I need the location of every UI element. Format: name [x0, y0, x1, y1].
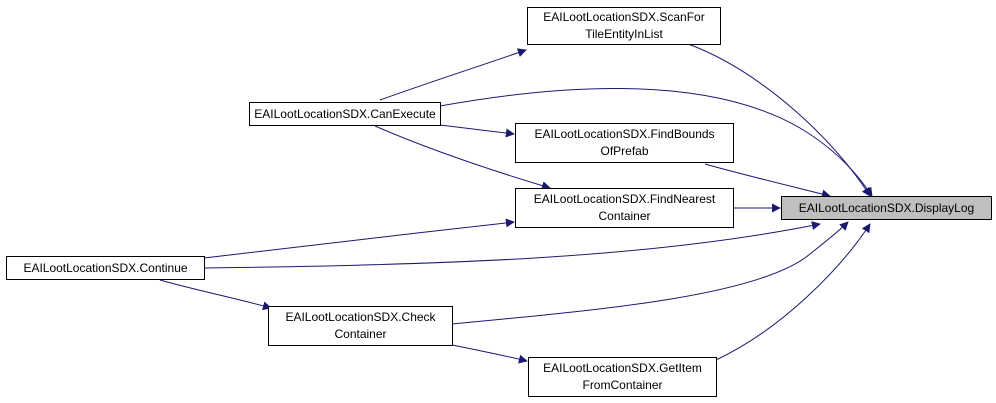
edge-continue-to-findnearest	[203, 218, 515, 259]
node-label-line: EAILootLocationSDX.CanExecute	[254, 106, 436, 121]
edge-check-to-getitem	[451, 344, 528, 364]
edge-findbounds-to-displaylog	[704, 163, 831, 199]
node-label-line: EAILootLocationSDX.GetItem	[543, 361, 702, 375]
edge-canexecute-to-findbounds	[439, 124, 515, 138]
node-find-nearest-container[interactable]: EAILootLocationSDX.FindNearest Container	[515, 188, 734, 228]
node-label-line: Container	[334, 327, 387, 341]
node-label-line: EAILootLocationSDX.ScanFor	[543, 10, 705, 24]
node-label-line: EAILootLocationSDX.Continue	[23, 260, 188, 275]
node-continue[interactable]: EAILootLocationSDX.Continue	[6, 256, 205, 280]
edge-check-to-displaylog	[451, 221, 849, 325]
node-find-bounds-of-prefab[interactable]: EAILootLocationSDX.FindBounds OfPrefab	[515, 123, 734, 163]
node-label-line: FromContainer	[582, 378, 663, 392]
node-label-line: EAILootLocationSDX.FindBounds	[534, 127, 715, 141]
edge-scan-to-displaylog	[687, 43, 871, 197]
edge-continue-to-check	[159, 279, 272, 311]
node-label-line: EAILootLocationSDX.DisplayLog	[798, 200, 975, 215]
edge-canexecute-to-displaylog	[439, 88, 873, 197]
edge-canexecute-to-scan	[379, 48, 527, 101]
node-check-container[interactable]: EAILootLocationSDX.Check Container	[268, 306, 453, 346]
node-label-line: OfPrefab	[600, 144, 649, 158]
node-label-line: Container	[598, 209, 651, 223]
node-label-line: TileEntityInList	[585, 27, 663, 41]
node-can-execute[interactable]: EAILootLocationSDX.CanExecute	[249, 102, 441, 126]
edge-getitem-to-displaylog	[715, 223, 871, 361]
edge-continue-to-displaylog	[203, 221, 821, 269]
node-display-log[interactable]: EAILootLocationSDX.DisplayLog	[781, 196, 992, 220]
node-label-line: EAILootLocationSDX.Check	[285, 310, 436, 324]
node-scan-for-tile-entity[interactable]: EAILootLocationSDX.ScanFor TileEntityInL…	[527, 7, 721, 45]
node-label-line: EAILootLocationSDX.FindNearest	[533, 192, 716, 206]
node-get-item-from-container[interactable]: EAILootLocationSDX.GetItem FromContainer	[528, 357, 717, 397]
edge-canexecute-to-findnearest	[374, 125, 551, 190]
